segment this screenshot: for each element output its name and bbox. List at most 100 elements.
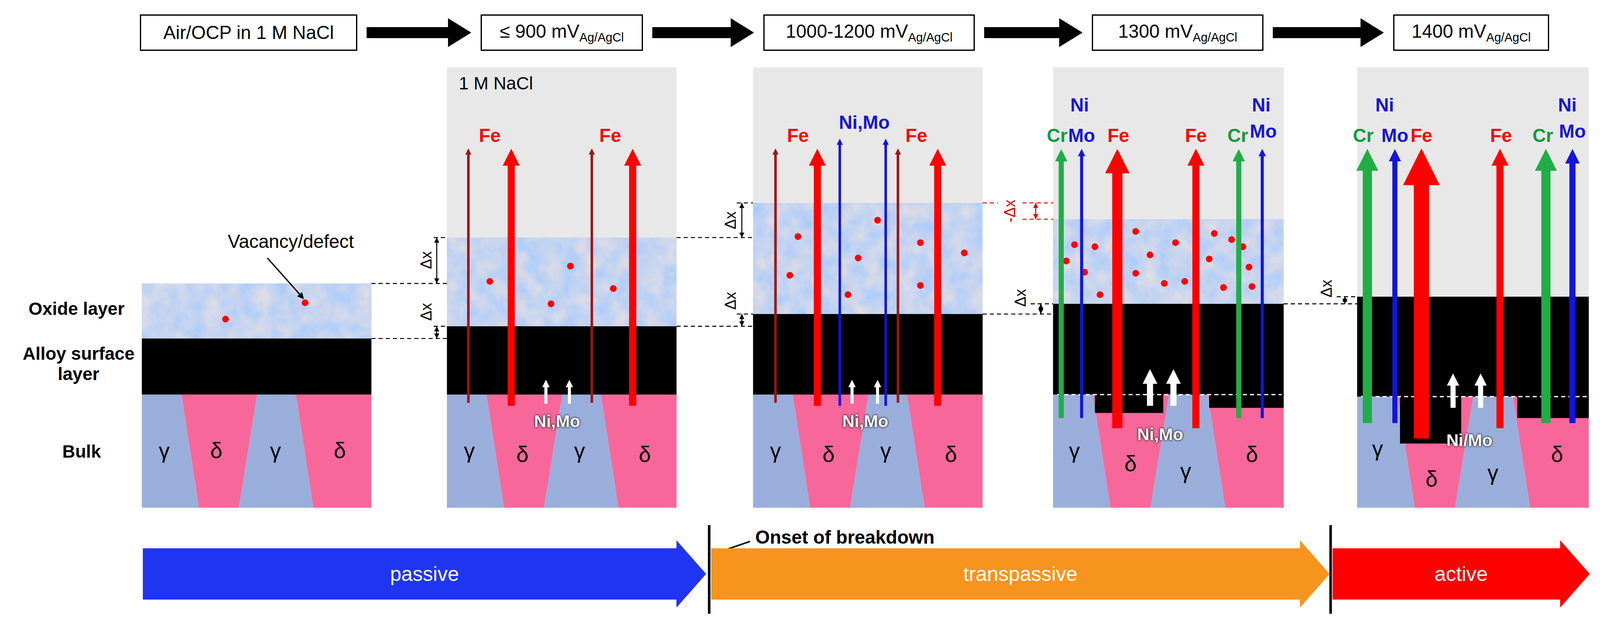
phase-symbol: δ <box>210 438 223 464</box>
bulk-delta-phase-part <box>1512 394 1589 508</box>
bulk-delta-phase-part <box>295 394 372 508</box>
phase-symbol: γ <box>1487 460 1499 487</box>
enrichment-arrow-part <box>850 386 854 404</box>
flow-arrow-shaft <box>652 27 732 39</box>
flow-arrow-shaft <box>366 27 449 39</box>
bulk-delta-phase-part <box>1207 394 1284 508</box>
element-label: Fe <box>1490 125 1512 147</box>
original-interface-line <box>1057 394 1587 397</box>
dissolution-arrow <box>468 144 1573 439</box>
enrichment-arrow-part <box>1450 384 1456 408</box>
phase-symbol: γ <box>269 438 282 464</box>
dissolution-arrow-part <box>1392 160 1398 424</box>
thickness-dimension <box>436 203 1345 339</box>
bulk-delta-phase-part <box>181 394 257 508</box>
flow-arrow-shaft <box>984 27 1061 39</box>
thickness-change: Δx <box>1317 279 1336 298</box>
regime-label: transpassive <box>963 562 1078 586</box>
thickness-reference-line-part <box>433 236 447 238</box>
bulk-delta-phase-part <box>907 394 983 508</box>
band-text: passive <box>389 562 460 586</box>
potential-reference: Ag/AgCl <box>907 30 953 45</box>
vacancy-dot-part <box>567 262 574 270</box>
regime-band: active <box>1332 540 1590 608</box>
potential-reference: Ag/AgCl <box>579 30 624 45</box>
dissolution-arrow-part <box>1058 160 1064 419</box>
element-label: Cr <box>1046 125 1068 147</box>
condition-text: 1300 mVAg/AgCl <box>1118 20 1238 45</box>
phase-symbol: γ <box>463 438 475 464</box>
vacancy-dot-part <box>1248 283 1256 290</box>
vacancy-dot-part <box>1132 228 1140 235</box>
enrichment-label: Ni,Mo <box>534 411 581 432</box>
dissolution-arrow-part <box>774 153 777 403</box>
vacancy-dot-part <box>960 249 968 257</box>
flow-arrow-head <box>730 18 755 48</box>
original-interface-line-part <box>1057 394 1282 396</box>
leader-line <box>267 258 751 553</box>
thickness-change: Δx <box>721 292 740 310</box>
dissolution-arrow-part <box>467 153 470 403</box>
potential-reference: Ag/AgCl <box>1192 30 1238 45</box>
condition-label: 1400 mV <box>1411 20 1486 42</box>
flow-arrow-head <box>1059 18 1083 48</box>
dissolution-arrow-part <box>1079 155 1083 419</box>
solution-background-part <box>1357 67 1589 508</box>
thickness-reference-line-red-part <box>1022 202 1053 204</box>
phase-symbol: δ <box>516 442 529 468</box>
element-label: Fe <box>1107 125 1130 147</box>
dissolution-arrow-part <box>1260 155 1264 419</box>
layer-name: Bulk <box>62 441 101 462</box>
phase-symbol: δ <box>333 438 346 464</box>
thickness-reference-line-part <box>371 283 447 284</box>
vacancy-dot-part <box>786 272 794 279</box>
element-label: Fe <box>1185 125 1207 147</box>
regime-boundary-part <box>1329 525 1332 614</box>
alloy-surface-layer-part <box>753 314 983 395</box>
alloy-surface-layer-part <box>1209 393 1284 409</box>
dissolution-arrow-part <box>884 144 888 406</box>
condition-text: 1000-1200 mVAg/AgCl <box>785 20 953 45</box>
thickness-reference-line-part <box>736 313 754 315</box>
regime-boundary-part <box>707 525 711 614</box>
bulk-delta-phase-part <box>1397 394 1474 508</box>
enrichment-label: Ni,Mo <box>1137 424 1184 445</box>
condition-box: 1000-1200 mVAg/AgCl <box>763 14 975 51</box>
thickness-change: Δx <box>417 303 436 321</box>
event-label: Onset of breakdown <box>755 526 935 549</box>
phase-symbol: δ <box>1124 451 1137 477</box>
bulk-gamma-phase <box>141 394 1531 508</box>
vacancy-dot-part <box>917 239 924 247</box>
leader-line-part <box>267 258 301 295</box>
bulk-delta-phase <box>181 394 1589 508</box>
vacancy-dot-part <box>1091 243 1099 251</box>
enrichment-arrow-part <box>1170 382 1177 406</box>
alloy-surface-layer-part <box>1357 296 1589 397</box>
dissolution-arrow-part <box>590 153 593 403</box>
vacancy-dot-part <box>1062 257 1070 265</box>
flow-arrow-head <box>1360 18 1384 48</box>
enrichment-arrow-part <box>544 386 548 404</box>
thickness-dimension-part <box>741 203 743 238</box>
vacancy-dot-part <box>1071 241 1078 249</box>
thickness-change: Δx <box>1011 289 1030 307</box>
regime-boundary <box>709 525 1331 614</box>
flow-arrow <box>1272 18 1384 48</box>
element-label: Ni <box>1252 94 1271 117</box>
flow-arrow-shaft <box>1272 27 1362 39</box>
dissolution-arrow-part <box>1541 168 1551 424</box>
element-label: Mo <box>1558 120 1587 143</box>
element-label: Fe <box>1410 125 1433 147</box>
condition-label: Air/OCP in 1 M NaCl <box>163 22 334 43</box>
condition-box: 1400 mVAg/AgCl <box>1393 14 1550 51</box>
thickness-dimension-part <box>1344 296 1346 304</box>
condition-label: 1300 mV <box>1118 20 1193 42</box>
enrichment-arrow-part <box>1477 384 1484 408</box>
band-text: transpassive <box>963 562 1078 586</box>
alloy-surface-layer-part <box>446 326 677 395</box>
dissolution-arrow-part <box>1413 181 1430 439</box>
vacancy-dot-part <box>794 233 802 240</box>
condition-label: ≤ 900 mV <box>499 20 580 42</box>
thickness-dimension-part <box>741 314 743 327</box>
